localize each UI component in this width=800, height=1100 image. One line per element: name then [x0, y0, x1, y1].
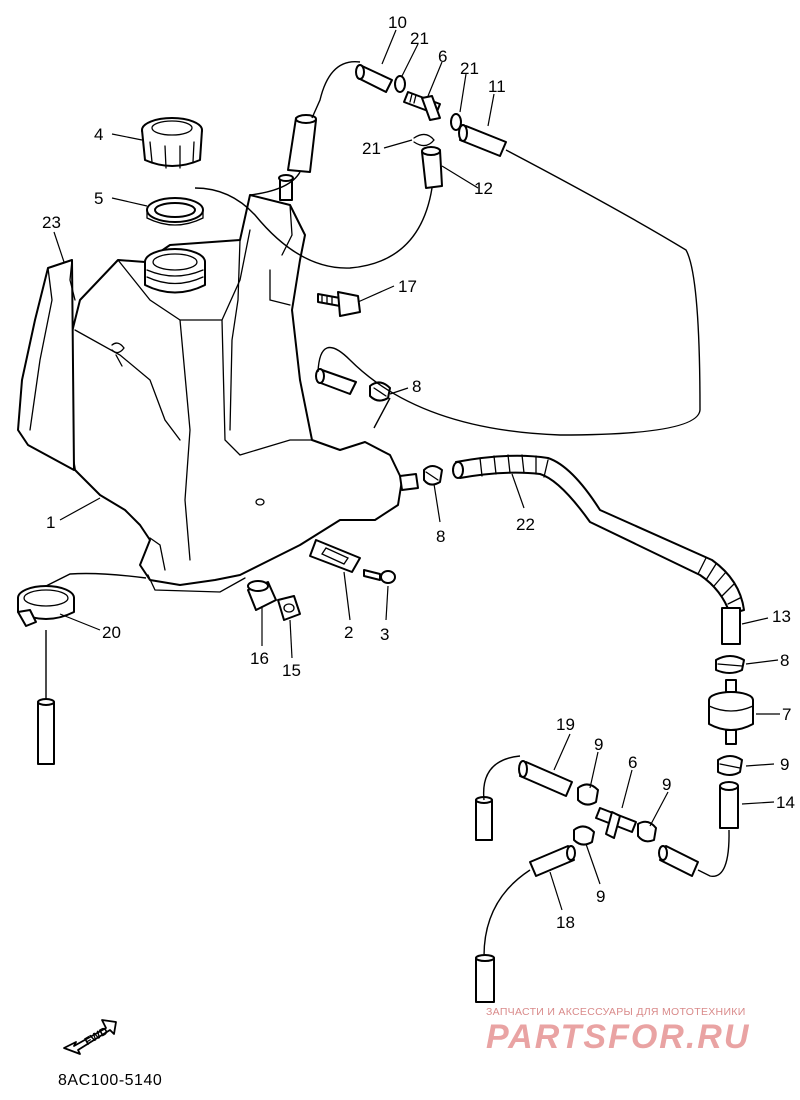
fuel-tank[interactable] [64, 194, 403, 593]
hose-short-right[interactable] [658, 845, 699, 877]
callout-8: 8 [436, 527, 445, 546]
collar-15[interactable] [277, 595, 301, 621]
hose-short-left-top[interactable] [287, 114, 317, 173]
callout-9: 9 [662, 775, 671, 794]
fwd-label: FWD [83, 1025, 111, 1048]
hose-19[interactable] [518, 760, 573, 797]
bracket-2[interactable] [309, 539, 361, 573]
clamp-9-bottom[interactable] [573, 825, 595, 846]
side-cover[interactable] [17, 259, 76, 471]
clip-21-b[interactable] [450, 113, 462, 131]
diagram-code: 8AC100-5140 [58, 1072, 163, 1089]
callout-3: 3 [380, 625, 389, 644]
callout-18: 18 [556, 913, 575, 932]
drain-hose-18[interactable] [475, 954, 495, 1003]
callout-15: 15 [282, 661, 301, 680]
clamp-8-middle[interactable] [423, 465, 443, 486]
hose-12[interactable] [421, 146, 443, 189]
hose-11[interactable] [458, 124, 507, 157]
callout-23: 23 [42, 213, 61, 232]
callout-1: 1 [46, 513, 55, 532]
callout-6: 6 [438, 47, 447, 66]
callout-6: 6 [628, 753, 637, 772]
callout-8: 8 [780, 651, 789, 670]
fuel-hose-22[interactable] [452, 454, 745, 615]
drain-hose-left-19[interactable] [475, 796, 493, 841]
fwd-arrow-icon: FWD [63, 1019, 117, 1055]
hose-short-upper[interactable] [315, 368, 357, 395]
hose-14[interactable] [719, 781, 739, 829]
watermark-logo: PARTSFOR.RU [486, 1018, 751, 1056]
callout-21: 21 [410, 29, 429, 48]
tank-outlet-nipple [399, 473, 419, 491]
tank-clip [111, 342, 125, 367]
callout-9: 9 [594, 735, 603, 754]
joint-6-upper[interactable] [403, 91, 441, 121]
hose-10[interactable] [355, 64, 393, 93]
callout-14: 14 [776, 793, 795, 812]
routing-lines [45, 60, 730, 957]
callouts: 10 21 6 21 11 4 21 12 5 23 17 8 8 22 1 2… [42, 13, 795, 932]
screw-3[interactable] [363, 569, 396, 584]
clip-21-a[interactable] [394, 75, 406, 93]
callout-4: 4 [94, 125, 103, 144]
callout-16: 16 [250, 649, 269, 668]
callout-5: 5 [94, 189, 103, 208]
callout-10: 10 [388, 13, 407, 32]
damper-16[interactable] [247, 580, 277, 611]
joint-6-lower[interactable] [595, 807, 637, 839]
callout-9: 9 [780, 755, 789, 774]
callout-8: 8 [412, 377, 421, 396]
callout-7: 7 [782, 705, 791, 724]
bolt-17[interactable] [317, 291, 361, 317]
filler-neck [144, 248, 206, 294]
callout-11: 11 [488, 77, 506, 96]
fuel-cap[interactable] [141, 117, 203, 169]
band-20[interactable] [17, 585, 75, 627]
clip-21-c[interactable] [413, 133, 435, 147]
clamp-9-left[interactable] [577, 783, 599, 806]
fuel-filter-7[interactable] [708, 679, 754, 745]
callout-9: 9 [596, 887, 605, 906]
clamp-9-filter[interactable] [717, 755, 743, 776]
callout-19: 19 [556, 715, 575, 734]
hose-18[interactable] [529, 845, 576, 877]
callout-2: 2 [344, 623, 353, 642]
leader-lines [53, 29, 780, 911]
callout-17: 17 [398, 277, 417, 296]
callout-22: 22 [516, 515, 535, 534]
watermark-tagline: ЗАПЧАСТИ И АКСЕССУАРЫ ДЛЯ МОТОТЕХНИКИ [486, 1006, 746, 1018]
callout-21: 21 [362, 139, 381, 158]
hose-13[interactable] [721, 607, 741, 645]
mount-hole [255, 498, 265, 506]
callout-13: 13 [772, 607, 791, 626]
clamp-8-lower[interactable] [715, 655, 745, 674]
cap-gasket[interactable] [146, 197, 204, 226]
callout-20: 20 [102, 623, 121, 642]
drain-hose-20[interactable] [37, 698, 55, 765]
callout-21: 21 [460, 59, 479, 78]
clamp-9-right[interactable] [637, 820, 657, 843]
callout-12: 12 [474, 179, 493, 198]
